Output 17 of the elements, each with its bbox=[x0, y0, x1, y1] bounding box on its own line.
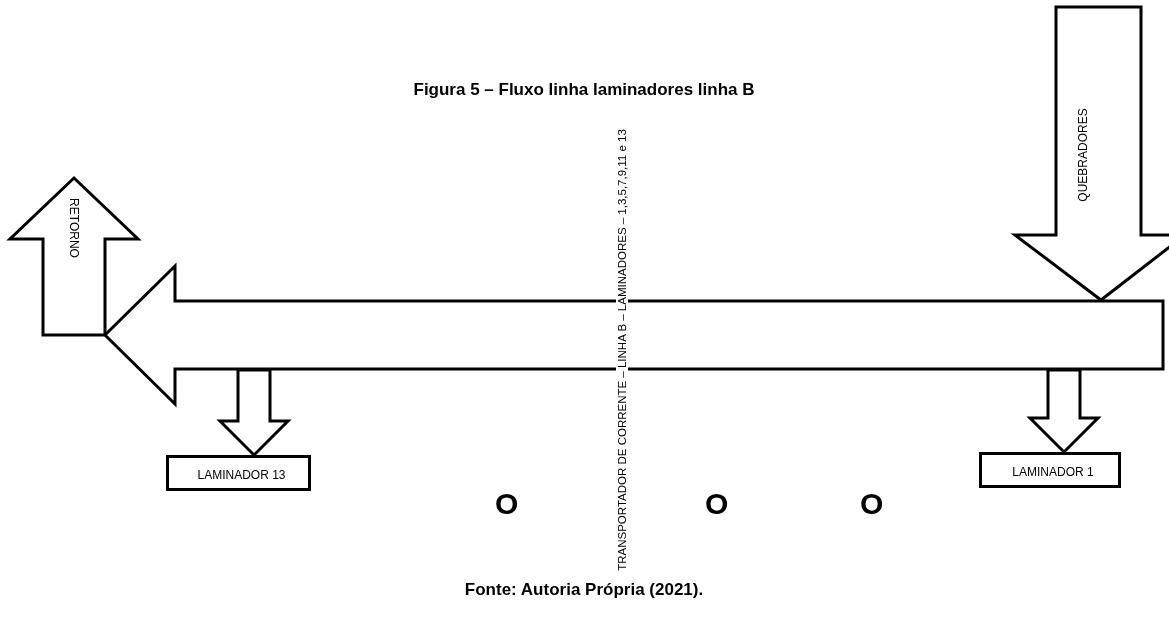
vertical-label: TRANSPORTADOR DE CORRENTE – LINHA B – LAMINADORES – 1,3,5,7,9,11 e 13 bbox=[616, 129, 628, 571]
ellipsis-mark: O bbox=[860, 487, 884, 521]
node-label: QUEBRADORES bbox=[1076, 108, 1090, 202]
machine-box bbox=[979, 452, 1121, 488]
node-label: RETORNO bbox=[67, 198, 81, 258]
conveyor-block-arrow bbox=[102, 262, 1165, 408]
up-block-arrow bbox=[8, 176, 140, 337]
node-label: LAMINADOR 1 bbox=[1011, 465, 1095, 479]
node-label: LAMINADOR 13 bbox=[196, 468, 287, 482]
down-block-arrow bbox=[1013, 5, 1169, 302]
ellipsis-mark: O bbox=[705, 487, 729, 521]
block-arrow bbox=[1026, 368, 1102, 455]
figure-title: Figura 5 – Fluxo linha laminadores linha B bbox=[413, 80, 755, 100]
block-arrow bbox=[216, 368, 292, 458]
machine-box bbox=[166, 455, 311, 491]
ellipsis-mark: O bbox=[495, 487, 519, 521]
source-caption: Fonte: Autoria Própria (2021). bbox=[464, 580, 704, 600]
